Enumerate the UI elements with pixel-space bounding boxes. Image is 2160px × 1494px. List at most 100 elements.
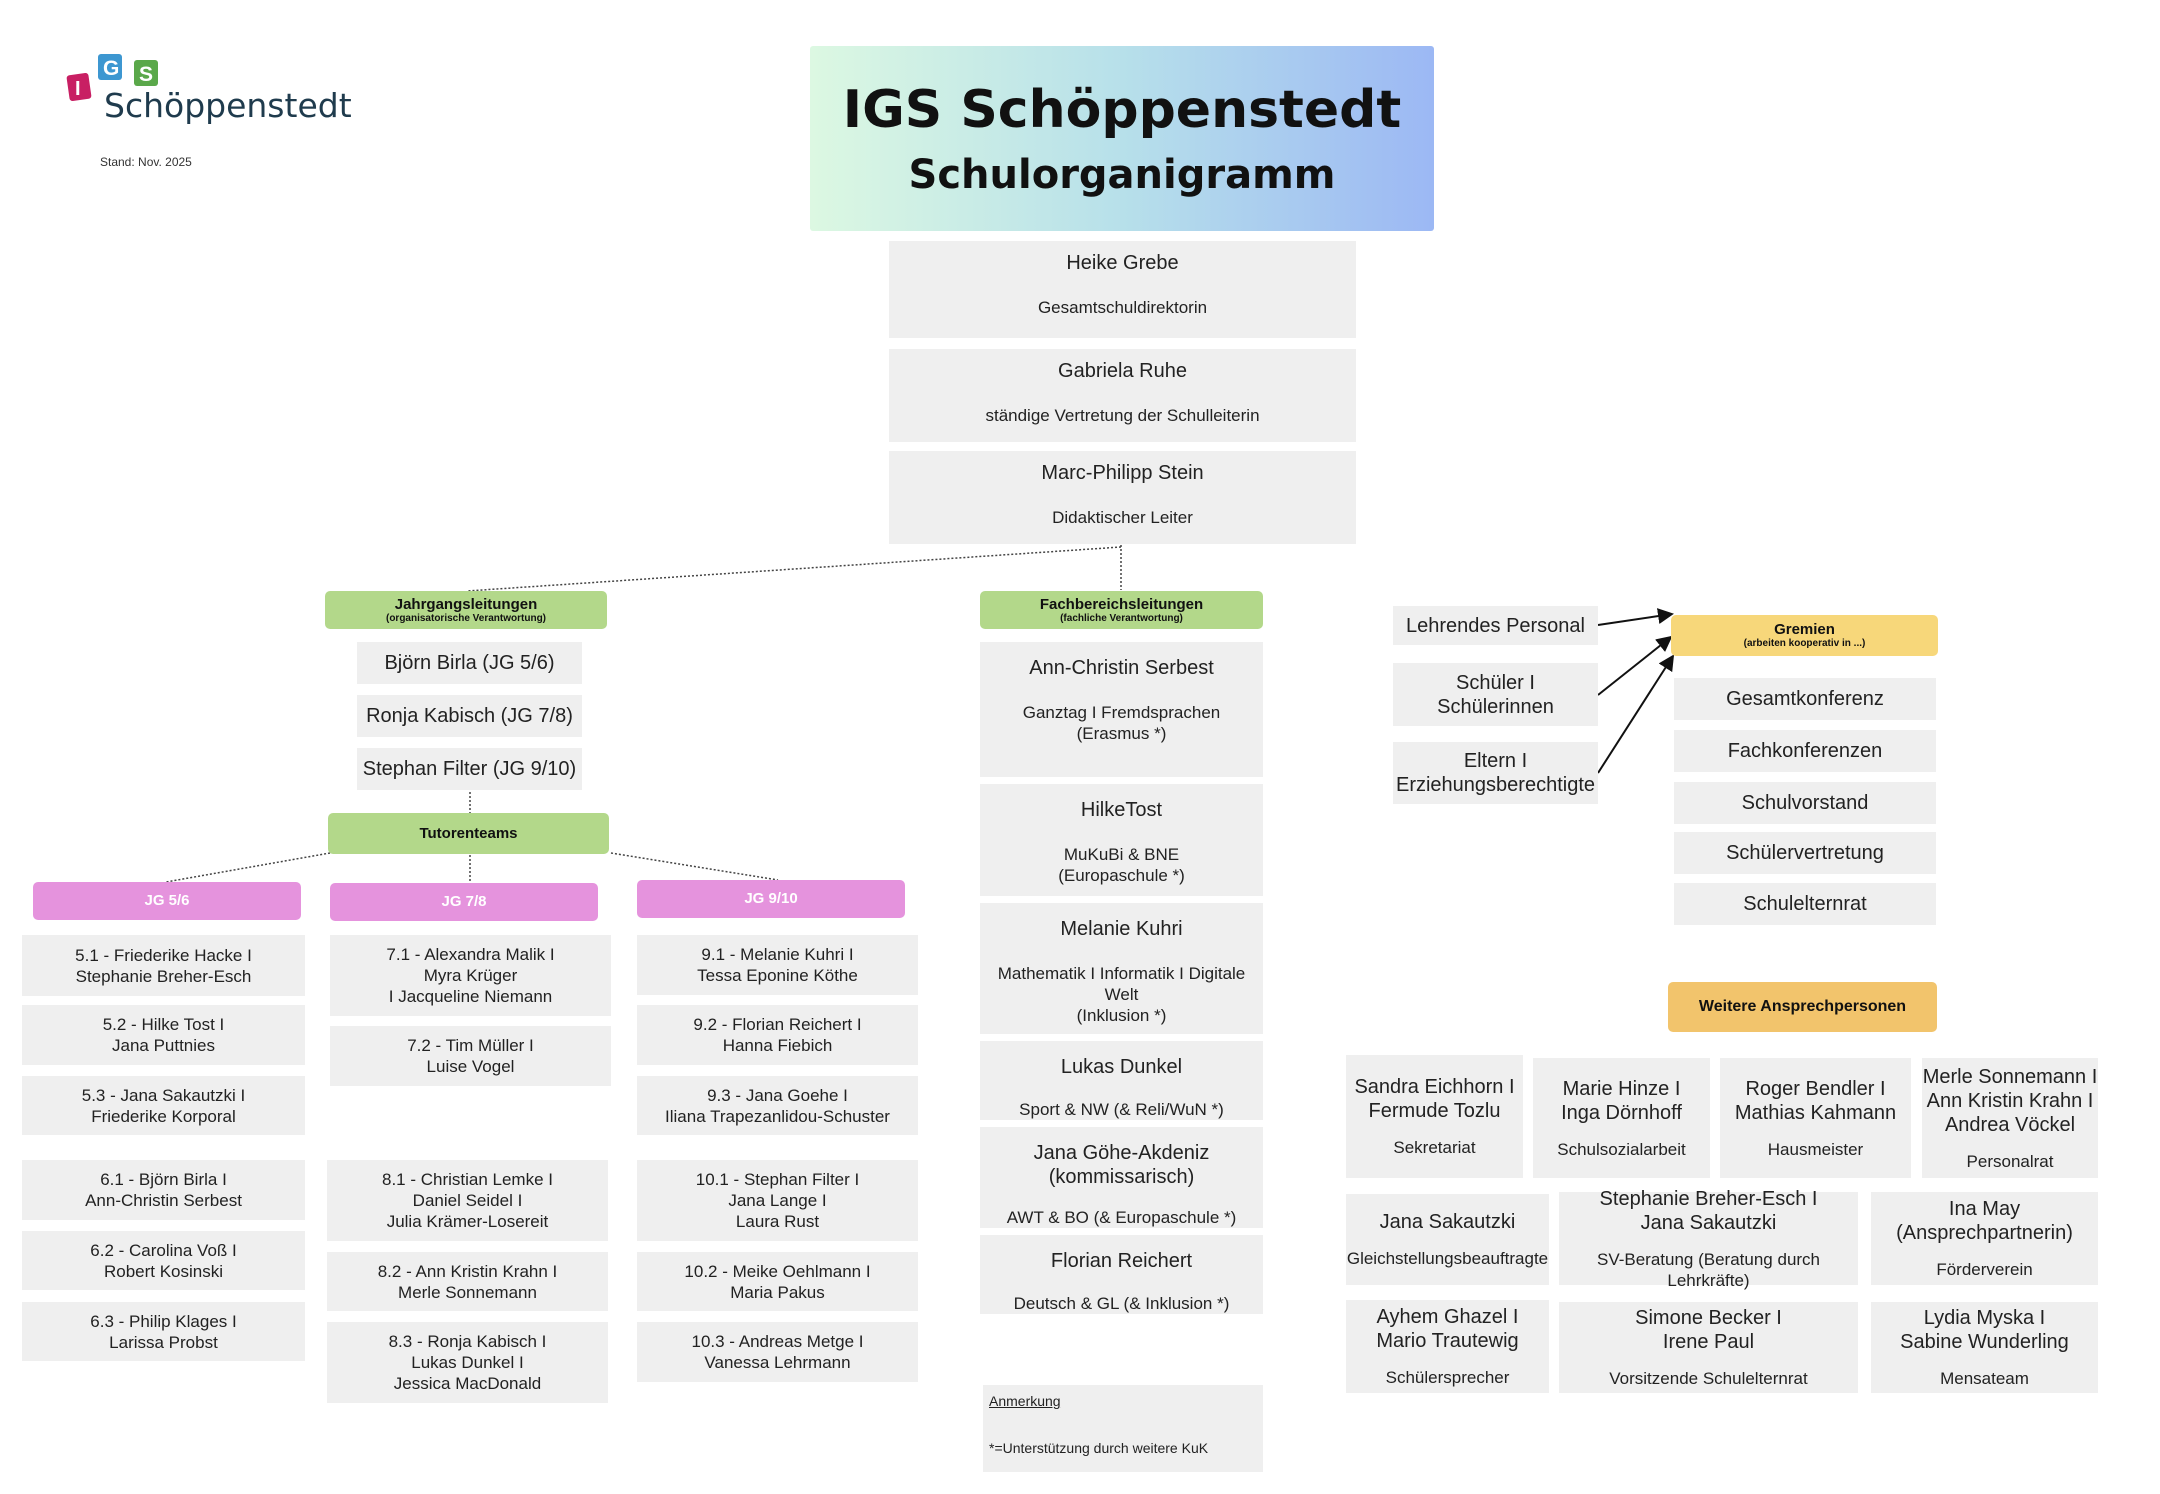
class-team: 8.2 - Ann Kristin Krahn I Merle Sonneman… (327, 1252, 608, 1311)
contact-role: Förderverein (1936, 1260, 2033, 1279)
contact-names: Merle Sonnemann I Ann Kristin Krahn I An… (1922, 1065, 2098, 1136)
gremien-header-title: Gremien (1774, 621, 1835, 638)
svg-text:G: G (103, 57, 119, 80)
contact-role: Personalrat (1966, 1151, 2054, 1171)
logo-text: Schöppenstedt (104, 86, 352, 125)
gremium-item: Fachkonferenzen (1674, 730, 1936, 772)
class-team-text: 7.1 - Alexandra Malik I Myra Krüger I Ja… (386, 945, 555, 1006)
jahrgang-header-subtitle: (organisatorische Verantwortung) (385, 612, 547, 624)
contact-names: Marie Hinze I Inga Dörnhoff (1561, 1077, 1682, 1124)
department-subject: Deutsch & GL (& Inklusion *) (1013, 1294, 1230, 1313)
gremium-item: Gesamtkonferenz (1674, 678, 1936, 720)
gremien-source: Eltern I Erziehungsberechtigte (1393, 742, 1598, 804)
gremien-header-subtitle: (arbeiten kooperativ in ...) (1743, 638, 1866, 649)
connector-line (466, 546, 1122, 592)
person-role: ständige Vertretung der Schulleiterin (985, 406, 1260, 425)
class-team-text: 8.2 - Ann Kristin Krahn I Merle Sonneman… (377, 1261, 558, 1302)
gremium-item: Schülervertretung (1674, 832, 1936, 874)
arrow (1597, 635, 1673, 696)
class-team-text: 7.2 - Tim Müller I Luise Vogel (407, 1036, 534, 1076)
jahrgang-item: Stephan Filter (JG 9/10) (357, 748, 582, 790)
svg-text:I: I (75, 78, 81, 100)
grade-header-title: JG 7/8 (441, 893, 487, 910)
gremien-source: Schüler I Schülerinnen (1393, 663, 1598, 726)
contact-names: Sandra Eichhorn I Fermude Tozlu (1354, 1076, 1515, 1122)
contact-role: Vorsitzende Schulelternrat (1609, 1369, 1808, 1388)
gremium-item: Schulelternrat (1674, 883, 1936, 925)
department-subject: Ganztag I Fremdsprachen (Erasmus *) (1022, 703, 1221, 743)
gremium-item: Schulvorstand (1674, 782, 1936, 824)
fach-header-subtitle: (fachliche Verantwortung) (1060, 612, 1183, 624)
title-banner: IGS Schöppenstedt Schulorganigramm (810, 46, 1434, 231)
grade-header: JG 7/8 (330, 883, 598, 921)
class-team-text: 5.2 - Hilke Tost I Jana Puttnies (102, 1015, 225, 1055)
annotation-title: Anmerkung (989, 1393, 1061, 1409)
contact-names: Roger Bendler I Mathias Kahmann (1734, 1077, 1897, 1124)
class-team-text: 10.3 - Andreas Metge I Vanessa Lehrmann (691, 1332, 864, 1372)
person-name: Ann-Christin Serbest (1029, 657, 1214, 679)
contact-box: Merle Sonnemann I Ann Kristin Krahn I An… (1922, 1058, 2098, 1178)
class-team-text: 9.1 - Melanie Kuhri I Tessa Eponine Köth… (697, 945, 858, 985)
class-team-text: 8.1 - Christian Lemke I Daniel Seidel I … (381, 1170, 553, 1231)
source-label: Lehrendes Personal (1405, 614, 1585, 637)
fach-header-title: Fachbereichsleitungen (1039, 595, 1204, 613)
class-team-text: 9.3 - Jana Goehe I Iliana Trapezanlidou-… (665, 1085, 890, 1126)
gremium-label: Schulvorstand (1741, 792, 1869, 814)
person-name: Jana Göhe-Akdeniz (kommissarisch) (1033, 1142, 1210, 1188)
department-subject: MuKuBi & BNE (Europaschule *) (1058, 845, 1185, 885)
person-role: Didaktischer Leiter (1052, 508, 1193, 527)
weitere-header: Weitere Ansprechpersonen (1668, 982, 1937, 1032)
class-team: 7.2 - Tim Müller I Luise Vogel (330, 1026, 611, 1086)
class-team: 6.2 - Carolina Voß I Robert Kosinski (22, 1231, 305, 1290)
person-name: Heike Grebe (1066, 252, 1179, 274)
svg-text:S: S (139, 63, 153, 86)
contact-role: Gleichstellungsbeauftragte (1346, 1249, 1549, 1268)
class-team: 9.1 - Melanie Kuhri I Tessa Eponine Köth… (637, 935, 918, 995)
person-name: Marc-Philipp Stein (1041, 462, 1204, 484)
class-team-text: 6.1 - Björn Birla I Ann-Christin Serbest (85, 1170, 242, 1210)
person-name: HilkeTost (1080, 799, 1163, 821)
jahrgang-header-title: Jahrgangsleitungen (394, 595, 538, 613)
jahrgang-item: Björn Birla (JG 5/6) (357, 642, 582, 684)
gremium-label: Schulelternrat (1743, 893, 1867, 915)
person-name: Florian Reichert (1050, 1250, 1193, 1272)
class-team: 8.1 - Christian Lemke I Daniel Seidel I … (327, 1160, 608, 1241)
class-team: 9.2 - Florian Reichert I Hanna Fiebich (637, 1005, 918, 1065)
contact-box: Ina May (Ansprechpartnerin)Förderverein (1871, 1192, 2098, 1285)
department-subject: AWT & BO (& Europaschule *) (1006, 1208, 1237, 1227)
person-name: Stephan Filter (JG 9/10) (362, 758, 577, 780)
class-team: 7.1 - Alexandra Malik I Myra Krüger I Ja… (330, 935, 611, 1016)
annotation-text: *=Unterstützung durch weitere KuK (989, 1440, 1209, 1456)
stand-date: Stand: Nov. 2025 (100, 155, 192, 169)
contact-role: Schulsozialarbeit (1557, 1139, 1686, 1159)
class-team: 10.1 - Stephan Filter I Jana Lange I Lau… (637, 1160, 918, 1241)
gremium-label: Gesamtkonferenz (1726, 688, 1884, 710)
grade-header-title: JG 9/10 (744, 890, 798, 907)
contact-role: Schülersprecher (1385, 1368, 1510, 1387)
person-name: Björn Birla (JG 5/6) (384, 652, 555, 674)
class-team: 6.3 - Philip Klages I Larissa Probst (22, 1302, 305, 1361)
tutoren-header-title: Tutorenteams (419, 824, 518, 842)
class-team: 5.2 - Hilke Tost I Jana Puttnies (22, 1005, 305, 1065)
class-team-text: 9.2 - Florian Reichert I Hanna Fiebich (693, 1015, 862, 1055)
class-team: 9.3 - Jana Goehe I Iliana Trapezanlidou-… (637, 1076, 918, 1135)
annotation-box: Anmerkung *=Unterstützung durch weitere K… (983, 1385, 1263, 1472)
person-role: Gesamtschuldirektorin (1037, 298, 1208, 317)
class-team: 6.1 - Björn Birla I Ann-Christin Serbest (22, 1160, 305, 1220)
class-team-text: 5.1 - Friederike Hacke I Stephanie Brehe… (75, 945, 252, 986)
contact-names: Ayhem Ghazel I Mario Trautewig (1376, 1306, 1519, 1352)
